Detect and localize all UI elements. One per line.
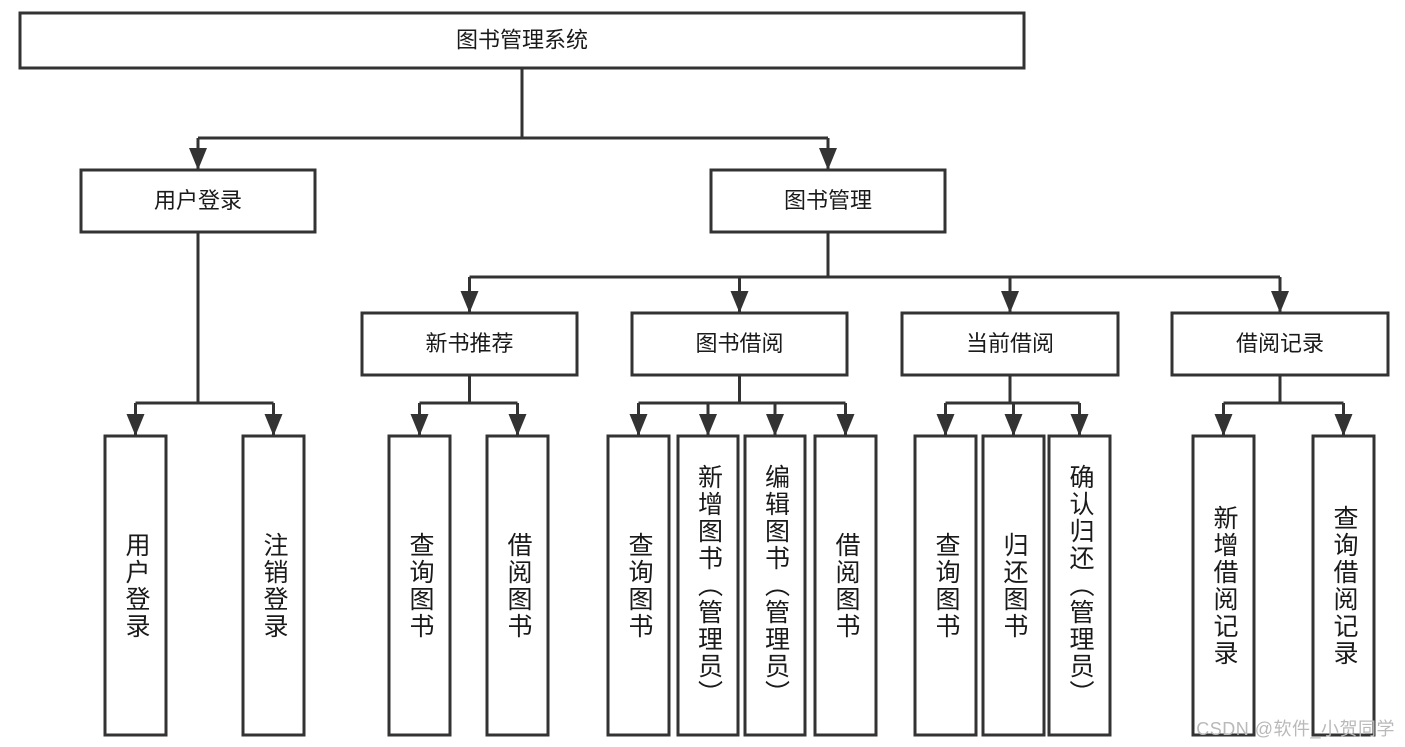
arrow-leaf-9 (1004, 414, 1023, 436)
node-leaf-7[interactable] (813, 434, 878, 737)
arrow-level2-1 (819, 148, 837, 170)
node-leaf-6[interactable] (743, 434, 807, 737)
node-boxes (18, 11, 1390, 737)
node-level3-0-label: 新书推荐 (425, 331, 513, 356)
node-leaf-1[interactable] (241, 434, 306, 737)
node-level3-1-label: 图书借阅 (695, 331, 783, 356)
arrow-leaf-12 (1334, 414, 1353, 436)
node-level3-0[interactable] (360, 311, 579, 377)
node-leaf-11[interactable] (1191, 434, 1256, 737)
arrow-level3-3 (1271, 291, 1289, 313)
arrow-leaf-5 (699, 414, 717, 436)
node-leaf-4[interactable] (606, 434, 671, 737)
connector-lines (126, 68, 1353, 436)
arrow-leaf-1 (264, 414, 283, 436)
node-level2-0[interactable] (79, 168, 317, 234)
arrow-leaf-11 (1214, 414, 1233, 436)
node-leaf-2[interactable] (387, 434, 452, 737)
node-leaf-8[interactable] (913, 434, 978, 737)
arrow-level3-2 (1001, 291, 1019, 313)
arrow-leaf-0 (126, 414, 145, 436)
node-root-label: 图书管理系统 (456, 27, 588, 52)
node-leaf-5[interactable] (676, 434, 740, 737)
arrow-leaf-7 (836, 414, 855, 436)
node-level2-1[interactable] (709, 168, 947, 234)
arrow-leaf-8 (936, 414, 955, 436)
arrow-leaf-10 (1070, 414, 1089, 436)
arrow-leaf-3 (508, 414, 527, 436)
node-level3-2-label: 当前借阅 (966, 331, 1054, 356)
node-leaf-3[interactable] (485, 434, 550, 737)
arrow-leaf-6 (766, 414, 784, 436)
arrow-leaf-4 (629, 414, 648, 436)
node-leaf-9[interactable] (981, 434, 1046, 737)
node-leaf-10[interactable] (1047, 434, 1112, 737)
arrow-level2-0 (189, 148, 207, 170)
node-root[interactable] (18, 11, 1026, 70)
node-leaf-0[interactable] (103, 434, 168, 737)
node-leaf-12[interactable] (1311, 434, 1376, 737)
node-level3-2[interactable] (900, 311, 1120, 377)
arrow-level3-0 (460, 291, 479, 313)
node-level3-3-label: 借阅记录 (1236, 331, 1324, 356)
csdn-watermark: CSDN @软件_小贺同学 (1196, 719, 1395, 739)
node-level2-1-label: 图书管理 (784, 188, 872, 213)
arrow-leaf-2 (410, 414, 429, 436)
arrow-level3-1 (730, 291, 749, 313)
node-level3-1[interactable] (630, 311, 849, 377)
node-level3-3[interactable] (1170, 311, 1390, 377)
node-level2-0-label: 用户登录 (154, 188, 242, 213)
